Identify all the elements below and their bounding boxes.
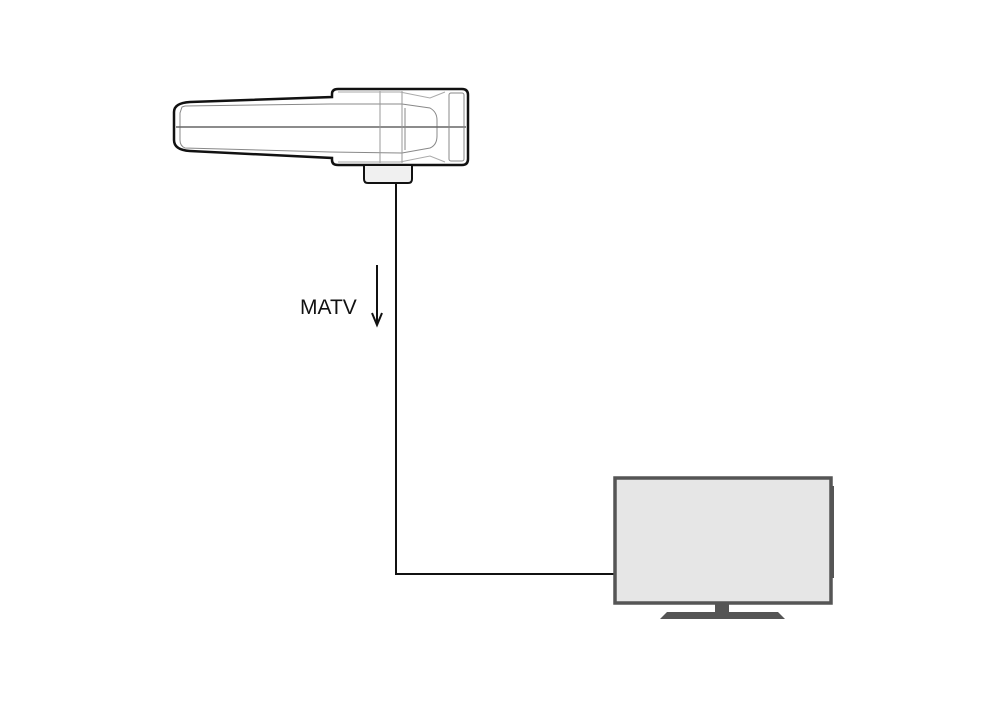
antenna-connector <box>363 166 413 184</box>
coax-cable <box>395 183 614 575</box>
matv-label: MATV <box>300 296 357 319</box>
signal-direction-arrow <box>371 265 383 328</box>
television <box>613 476 834 619</box>
antenna-unit <box>172 87 470 167</box>
